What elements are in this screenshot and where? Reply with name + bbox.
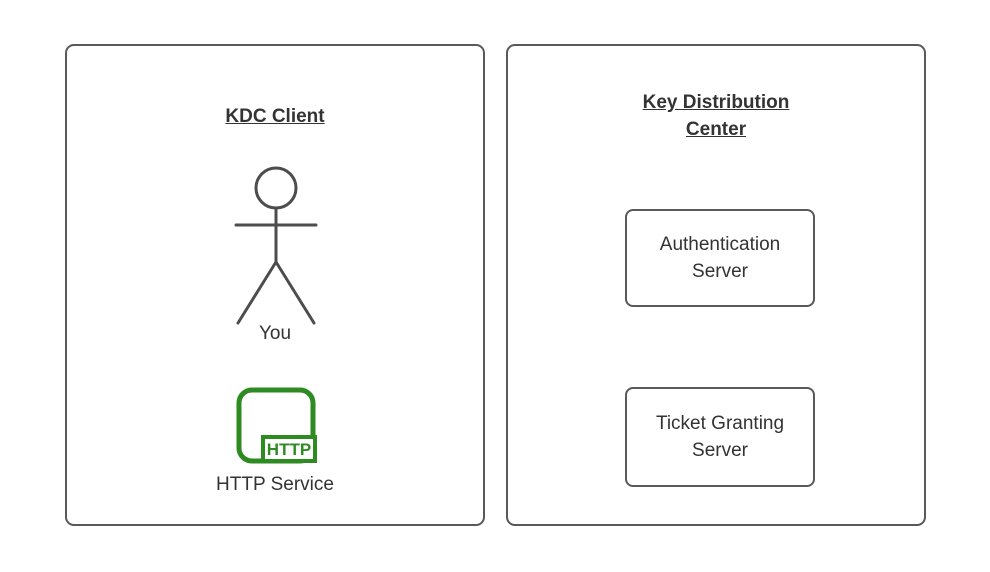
ticket-granting-server-node: Ticket Granting Server: [625, 387, 815, 487]
http-badge: HTTP: [267, 440, 311, 459]
ticket-granting-server-label: Ticket Granting Server: [655, 413, 785, 461]
kdc-title: Key Distribution Center: [642, 92, 790, 140]
authentication-server-label: Authentication Server: [659, 234, 781, 282]
http-service-label: HTTP Service: [216, 474, 334, 495]
authentication-server-node: Authentication Server: [625, 209, 815, 307]
actor-label: You: [258, 323, 292, 344]
kdc-client-title: KDC Client: [225, 106, 325, 127]
kdc-panel: Key Distribution Center Authentication S…: [506, 44, 926, 526]
http-app-icon: HTTP: [236, 387, 317, 464]
stick-figure-icon: [234, 166, 318, 325]
kdc-client-panel: KDC Client You HTTP HTTP Service: [65, 44, 485, 526]
